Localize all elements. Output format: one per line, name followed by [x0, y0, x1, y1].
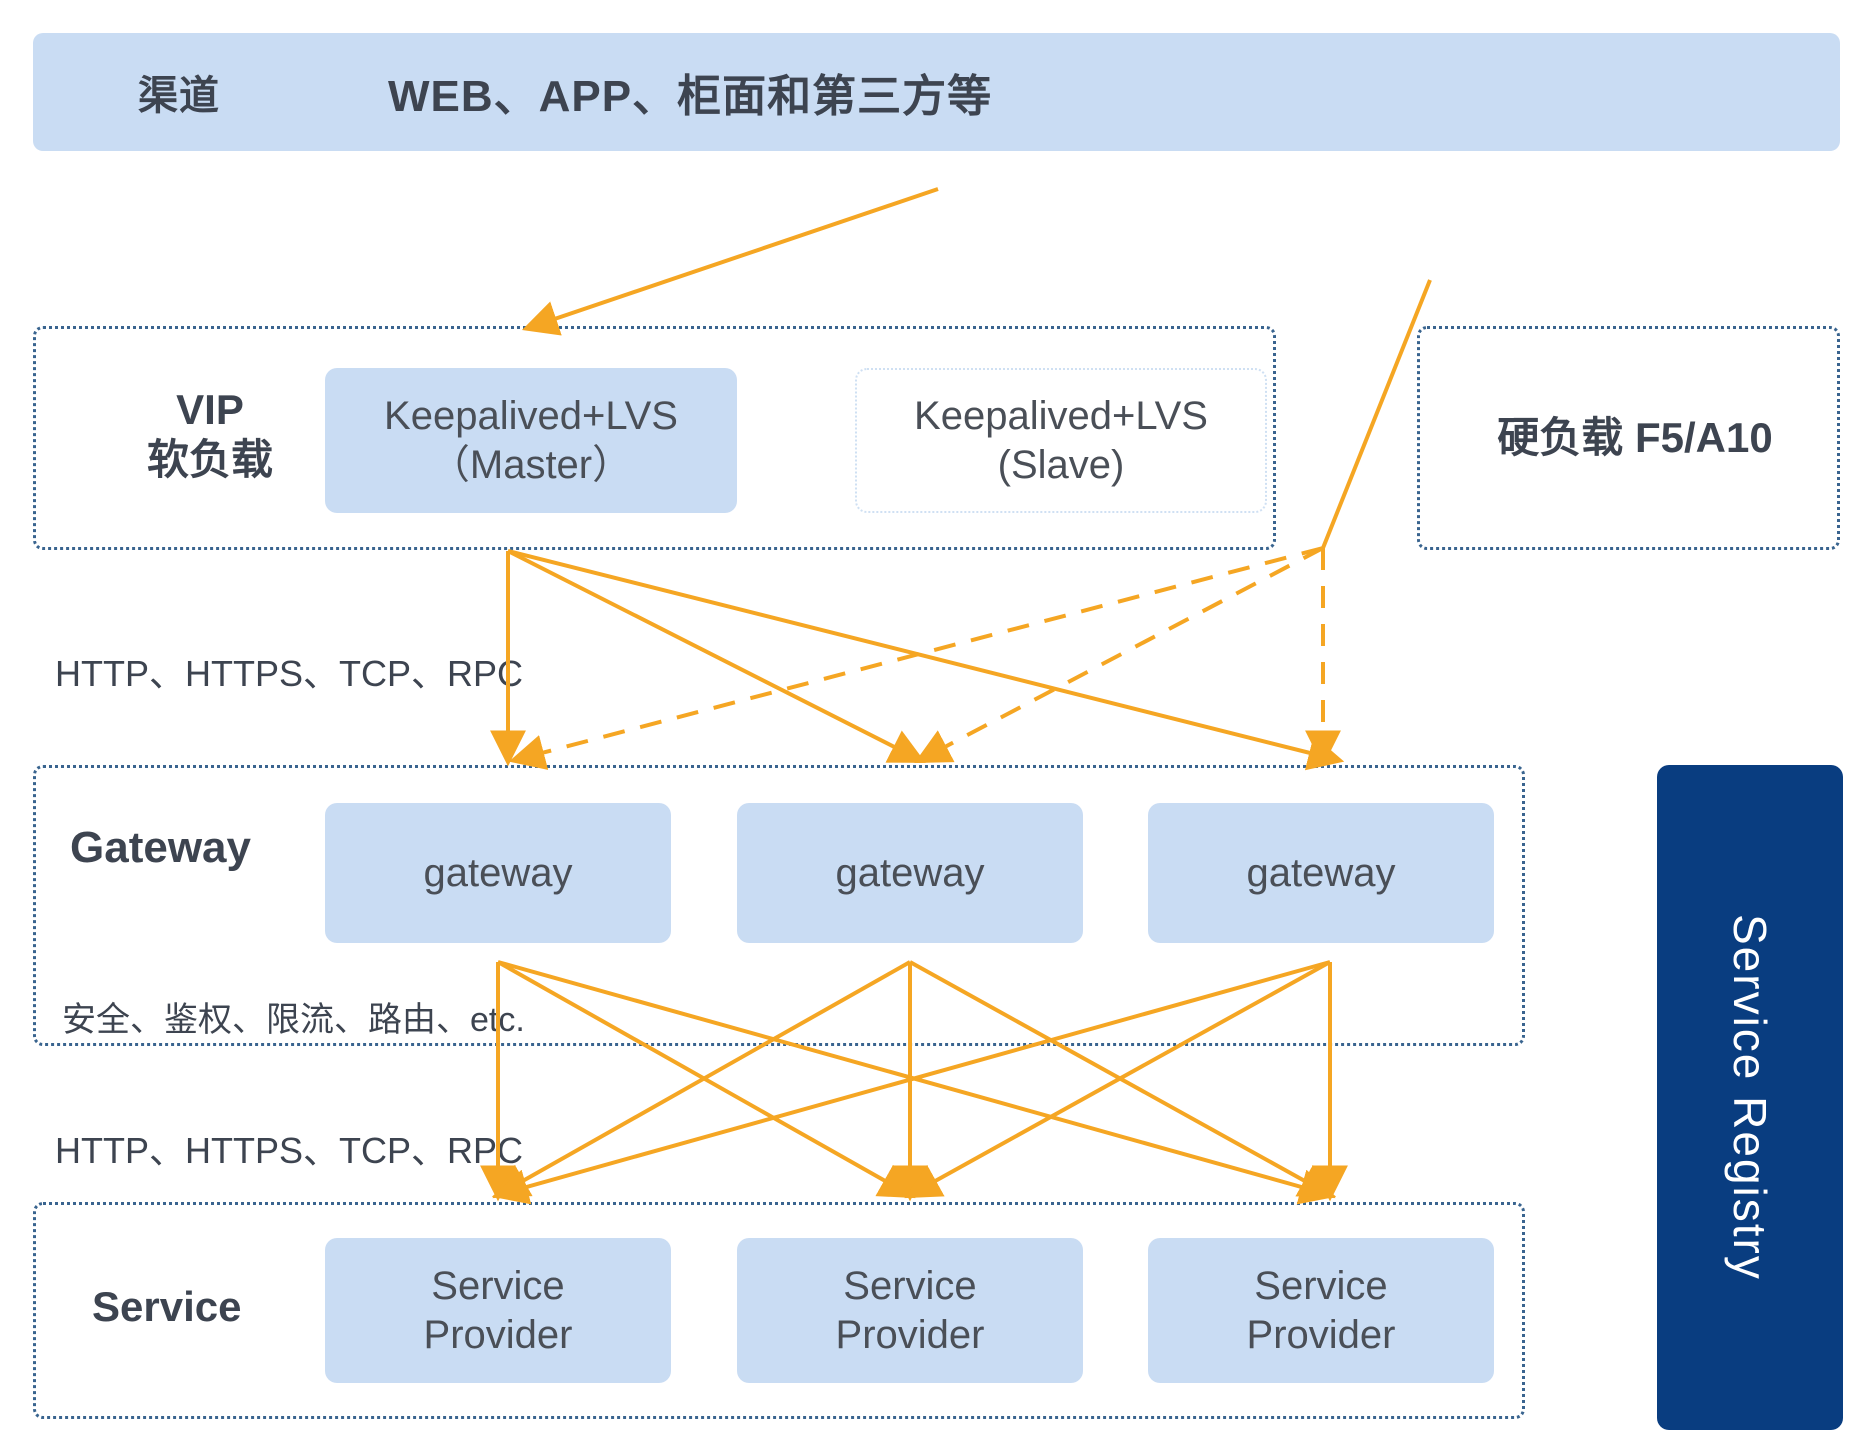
vip-layer-label: VIP 软负载: [146, 386, 273, 483]
node-gateway-1[interactable]: gateway: [325, 803, 671, 943]
node-service-provider-1[interactable]: Service Provider: [325, 1238, 671, 1383]
gateway-capability-note: 安全、鉴权、限流、路由、etc.: [62, 1001, 525, 1039]
channel-banner: 渠道 WEB、APP、柜面和第三方等: [33, 33, 1840, 151]
wire-channel-to-vip: [521, 187, 939, 336]
service-layer-container: [33, 1202, 1525, 1419]
gateway-layer-label: Gateway: [70, 823, 251, 872]
wire-vip-to-gateway: [490, 549, 1345, 771]
service-registry-label: Service Registry: [1724, 914, 1776, 1281]
channel-title: WEB、APP、柜面和第三方等: [388, 72, 993, 121]
protocol-label-vip-gateway: HTTP、HTTPS、TCP、RPC: [55, 653, 524, 694]
channel-label: 渠道: [138, 74, 220, 118]
node-service-provider-3[interactable]: Service Provider: [1148, 1238, 1494, 1383]
protocol-label-gateway-service: HTTP、HTTPS、TCP、RPC: [55, 1130, 524, 1171]
node-lvs-master[interactable]: Keepalived+LVS （Master）: [325, 368, 737, 513]
wire-hardware-to-vip-corner: [1321, 279, 1432, 549]
node-service-provider-2[interactable]: Service Provider: [737, 1238, 1083, 1383]
node-lvs-slave[interactable]: Keepalived+LVS (Slave): [855, 368, 1267, 513]
wire-hardware-to-gateway: [508, 546, 1341, 770]
service-registry-panel[interactable]: Service Registry: [1657, 765, 1843, 1430]
node-gateway-3[interactable]: gateway: [1148, 803, 1494, 943]
service-layer-label: Service: [92, 1283, 242, 1330]
node-gateway-2[interactable]: gateway: [737, 803, 1083, 943]
hardware-lb-label: 硬负载 F5/A10: [1497, 414, 1773, 461]
